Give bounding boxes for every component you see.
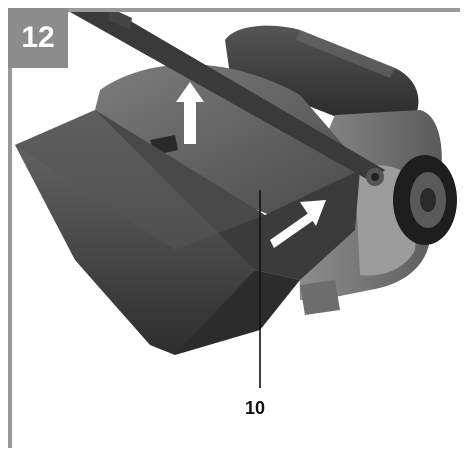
grass-bag [15,110,360,355]
frame-border-top [8,8,460,12]
callout-label: 10 [245,398,266,418]
handle-bar [70,8,385,186]
frame-border-left [8,8,12,448]
diagonal-arrow-icon [270,200,326,248]
up-arrow-icon [176,82,204,144]
motor-housing [225,25,419,140]
figure-number-badge: 12 [8,8,68,68]
